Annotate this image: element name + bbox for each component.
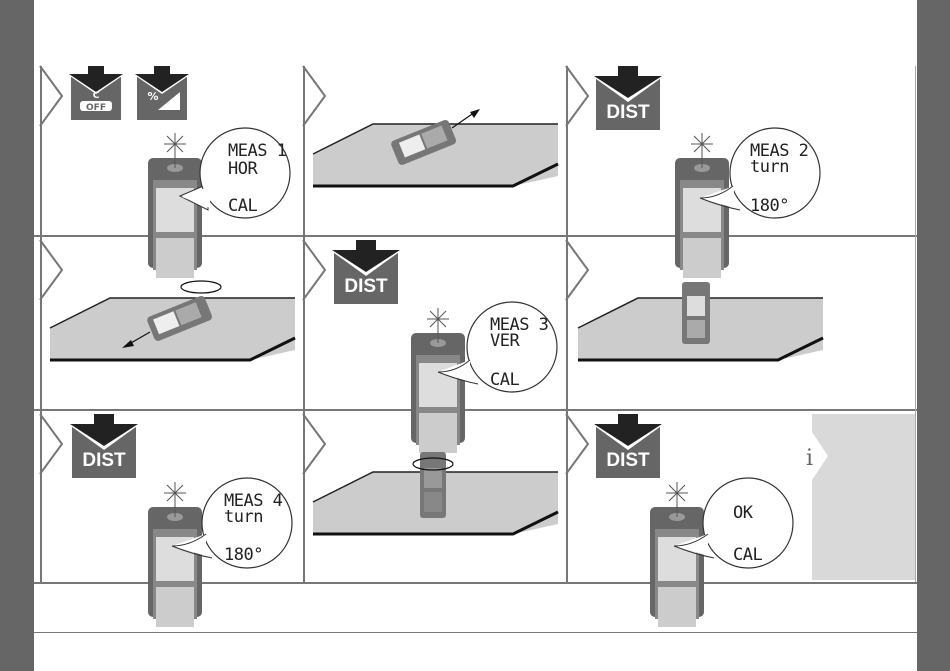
step-8-chevron bbox=[303, 414, 325, 474]
svg-text:DIST: DIST bbox=[344, 276, 388, 297]
svg-text:DIST: DIST bbox=[606, 450, 650, 471]
percent-key-icon: % bbox=[133, 66, 191, 120]
device-upright-icon bbox=[420, 452, 446, 518]
svg-text:DIST: DIST bbox=[606, 102, 650, 123]
svg-text:DIST: DIST bbox=[82, 450, 126, 471]
svg-text:MEAS 1: MEAS 1 bbox=[228, 141, 287, 161]
dist-key-icon: DIST bbox=[330, 240, 402, 304]
step-4-chevron bbox=[40, 240, 62, 300]
rotate-icon bbox=[181, 281, 221, 293]
dist-key-icon: DIST bbox=[592, 414, 664, 478]
step-5-chevron bbox=[303, 240, 325, 300]
svg-text:VER: VER bbox=[490, 331, 520, 351]
step-7-chevron bbox=[40, 414, 62, 474]
step-6-chevron bbox=[566, 240, 588, 300]
svg-text:CAL: CAL bbox=[733, 545, 762, 565]
svg-text:180°: 180° bbox=[750, 196, 789, 216]
dist-key-icon: DIST bbox=[68, 414, 140, 478]
device-upright-icon bbox=[682, 282, 710, 344]
svg-text:CAL: CAL bbox=[228, 196, 257, 216]
clear-off-key-icon: C OFF bbox=[67, 66, 125, 120]
svg-text:turn: turn bbox=[224, 507, 263, 527]
step-9-chevron bbox=[566, 414, 588, 474]
svg-text:OFF: OFF bbox=[86, 103, 106, 113]
device-icon bbox=[148, 133, 202, 278]
svg-text:HOR: HOR bbox=[228, 159, 258, 179]
svg-text:CAL: CAL bbox=[490, 370, 519, 390]
svg-text:OK: OK bbox=[733, 503, 754, 523]
svg-text:%: % bbox=[147, 90, 158, 103]
svg-text:C: C bbox=[93, 91, 100, 101]
device-icon bbox=[411, 308, 465, 453]
step-3-chevron bbox=[566, 66, 588, 126]
step-1-chevron bbox=[40, 66, 62, 126]
svg-text:180°: 180° bbox=[224, 545, 263, 565]
device-icon bbox=[650, 482, 704, 627]
device-icon bbox=[148, 482, 202, 627]
dist-key-icon: DIST bbox=[592, 66, 664, 130]
step-2-chevron bbox=[303, 66, 325, 126]
svg-text:turn: turn bbox=[750, 157, 789, 177]
